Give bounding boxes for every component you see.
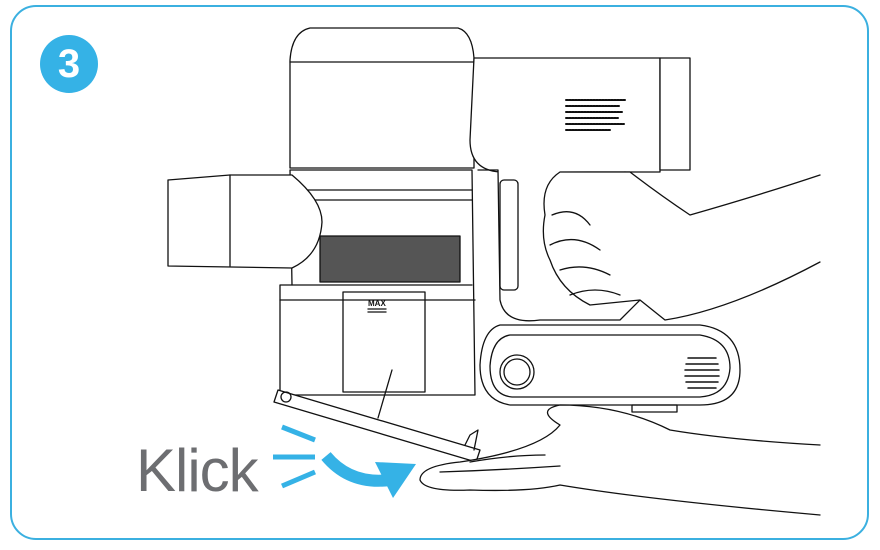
filter-mesh bbox=[319, 235, 461, 283]
vent-grille bbox=[684, 357, 720, 389]
motion-arrow-icon bbox=[321, 451, 391, 487]
step-number-badge: 3 bbox=[40, 35, 98, 93]
illustration-frame bbox=[10, 5, 869, 540]
click-caption: Klick bbox=[136, 437, 259, 504]
click-sound-lines bbox=[273, 424, 316, 489]
motor-housing bbox=[469, 57, 661, 173]
max-fill-label: MAX bbox=[368, 299, 386, 308]
battery-pack bbox=[479, 324, 741, 406]
open-palm-hand bbox=[419, 404, 821, 516]
cyclone-canister bbox=[289, 27, 475, 169]
bin-lid-open bbox=[273, 389, 481, 463]
spec-label-text bbox=[565, 99, 626, 131]
holding-hand bbox=[542, 171, 821, 321]
power-button bbox=[499, 354, 535, 390]
nozzle-connector bbox=[167, 174, 323, 269]
